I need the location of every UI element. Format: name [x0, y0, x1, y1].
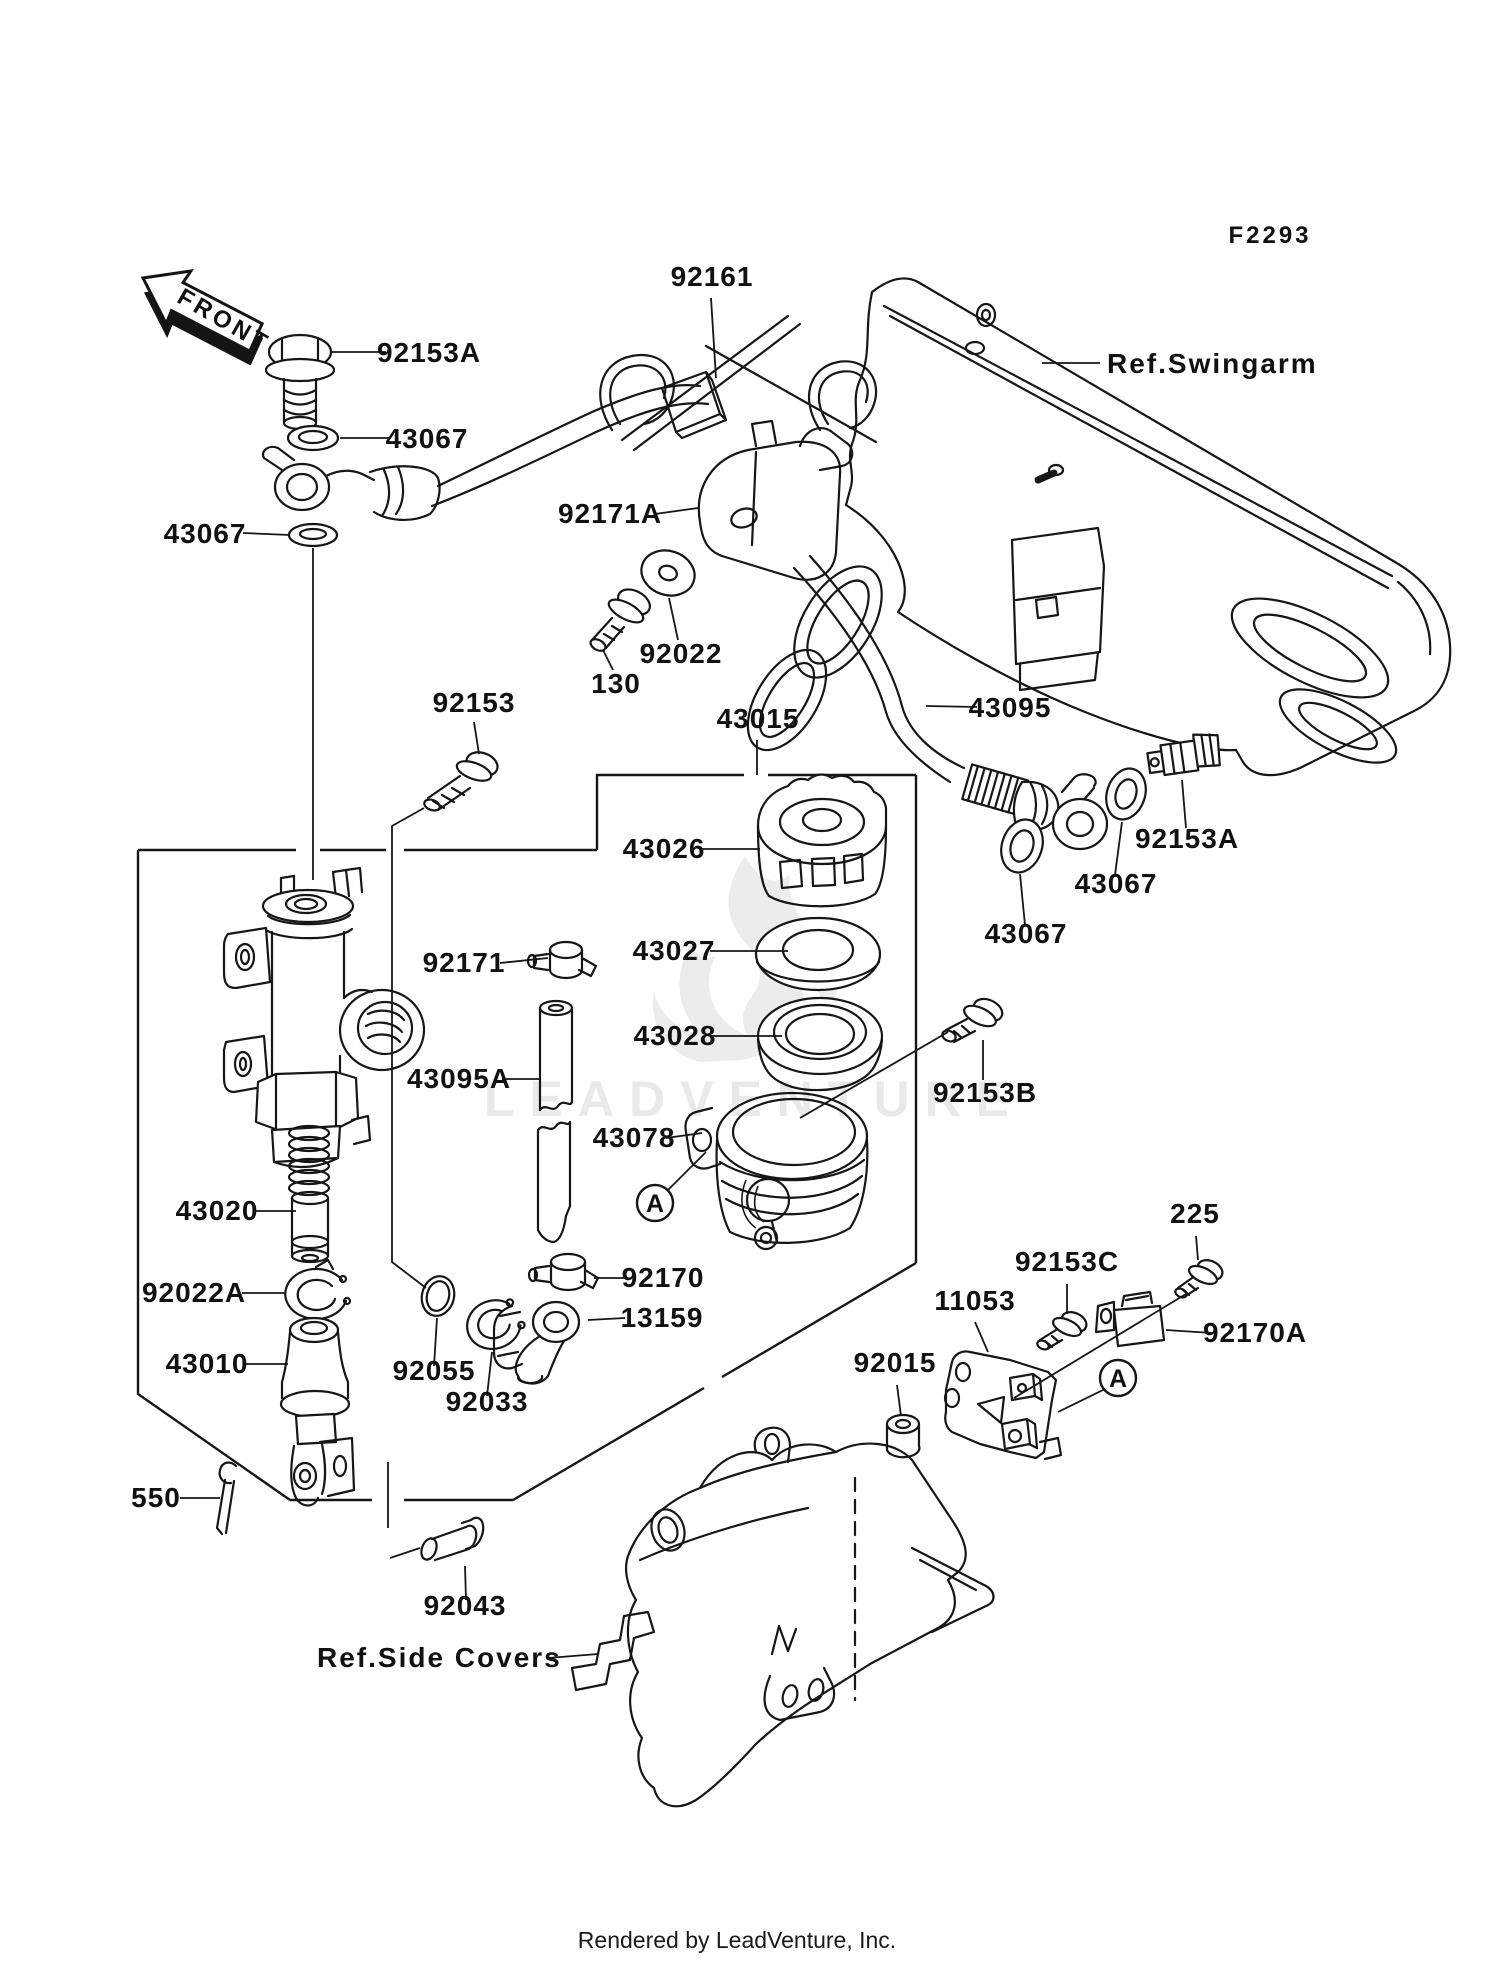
bleed-valve-92153a-art [1146, 733, 1221, 777]
clip-92170a-art [1094, 1290, 1166, 1348]
clamp-92171-art [526, 940, 598, 980]
callout-92171: 92171 [423, 947, 506, 978]
hose-fitting-upper-art [261, 384, 710, 521]
leader-lines [180, 297, 1213, 1659]
detail-marker-a-right: A [1098, 1358, 1138, 1398]
circlip-92022a-art [284, 1258, 352, 1321]
bolt-130-art [589, 588, 651, 652]
ref-swingarm-label: Ref.Swingarm [1107, 348, 1318, 379]
gasket-ring-43027-art [754, 916, 882, 992]
callout-92153a-top: 92153A [377, 337, 481, 368]
callout-43015: 43015 [717, 703, 800, 734]
callout-92170a: 92170A [1203, 1317, 1307, 1348]
circlip-92033-art [466, 1298, 526, 1350]
detail-marker-a-left-label: A [646, 1190, 664, 1218]
leadventure-watermark-text: LEADVENTURE [484, 1071, 1024, 1127]
cotter-pin-550-art [215, 1461, 238, 1536]
damper-92161-art [660, 370, 728, 440]
bracket-92171a-art [599, 353, 878, 581]
pin-92043-art [420, 1516, 485, 1562]
callout-43095a: 43095A [407, 1063, 511, 1094]
reservoir-cap-43026-art [756, 773, 888, 908]
callout-43067-right-lower: 43067 [985, 918, 1068, 949]
callout-43010: 43010 [166, 1348, 249, 1379]
callout-92033: 92033 [446, 1386, 529, 1417]
bolt-92153b-art [941, 997, 1004, 1044]
callout-92153c: 92153C [1015, 1246, 1119, 1277]
side-cover-art [570, 1426, 995, 1808]
callout-130: 130 [591, 668, 641, 699]
bushing-92015-art [885, 1413, 921, 1459]
figure-code: F2293 [1228, 222, 1311, 249]
washer-43067-top-art [286, 424, 340, 452]
callout-43067-top: 43067 [386, 423, 469, 454]
bracket-11053-art [943, 1350, 1063, 1461]
oring-92055-art [420, 1275, 456, 1317]
washer-92022-art [640, 549, 696, 597]
screw-92153c-art [1036, 1311, 1088, 1351]
callout-92171a: 92171A [558, 498, 662, 529]
callout-43026: 43026 [623, 833, 706, 864]
callout-92153: 92153 [433, 687, 516, 718]
footer-credit: Rendered by LeadVenture, Inc. [578, 1927, 896, 1953]
callout-92022a: 92022A [142, 1277, 246, 1308]
diaphragm-43028-art [756, 996, 884, 1092]
front-arrow-shape [140, 269, 265, 354]
detail-marker-a-right-label: A [1109, 1365, 1127, 1393]
piston-43078-art [684, 1091, 869, 1251]
detail-marker-a-left: A [635, 1183, 675, 1223]
callout-43067-left: 43067 [164, 518, 247, 549]
assembly-group-boxes [136, 773, 918, 1502]
callout-92022: 92022 [640, 638, 723, 669]
callout-43028: 43028 [634, 1020, 717, 1051]
callout-13159: 13159 [621, 1302, 704, 1333]
callout-11053: 11053 [934, 1285, 1015, 1316]
callout-92055: 92055 [393, 1355, 476, 1386]
side-cover-bracket-art [570, 1610, 656, 1692]
ref-side-covers-label: Ref.Side Covers [317, 1642, 562, 1673]
elbow-13159-art [492, 1300, 581, 1385]
callout-550: 550 [131, 1482, 181, 1513]
washer-43067-right-upper-art [1105, 767, 1147, 821]
callout-92170: 92170 [622, 1262, 705, 1293]
callout-225: 225 [1170, 1198, 1220, 1229]
callout-92015: 92015 [854, 1347, 937, 1378]
callout-43078: 43078 [593, 1122, 676, 1153]
banjo-bolt-92153a-art [264, 333, 336, 431]
pushrod-43020-art [287, 1124, 331, 1264]
fastener-axis-line [1013, 1293, 1187, 1399]
callout-43020: 43020 [176, 1195, 259, 1226]
callout-43067-right-upper: 43067 [1075, 868, 1158, 899]
callout-92153a-right: 92153A [1135, 823, 1239, 854]
washer-43067-right-lower-art [1000, 818, 1044, 874]
callout-92161: 92161 [671, 261, 754, 292]
hose-43095-art [792, 554, 1109, 851]
boot-clevis-43010-art [279, 1316, 356, 1507]
front-direction-arrow: FRONT [140, 269, 275, 366]
washer-43067-left-art [287, 522, 339, 548]
master-cylinder-body-art [222, 866, 426, 1169]
callout-43095: 43095 [969, 692, 1052, 723]
pipe-43095a-art [536, 999, 574, 1244]
callout-92043: 92043 [424, 1590, 507, 1621]
callout-92153b: 92153B [933, 1077, 1037, 1108]
screw-225-art [1174, 1259, 1224, 1299]
clamp-92170-art [527, 1252, 600, 1292]
bolt-92153-art [423, 751, 499, 812]
callout-43027: 43027 [633, 935, 716, 966]
